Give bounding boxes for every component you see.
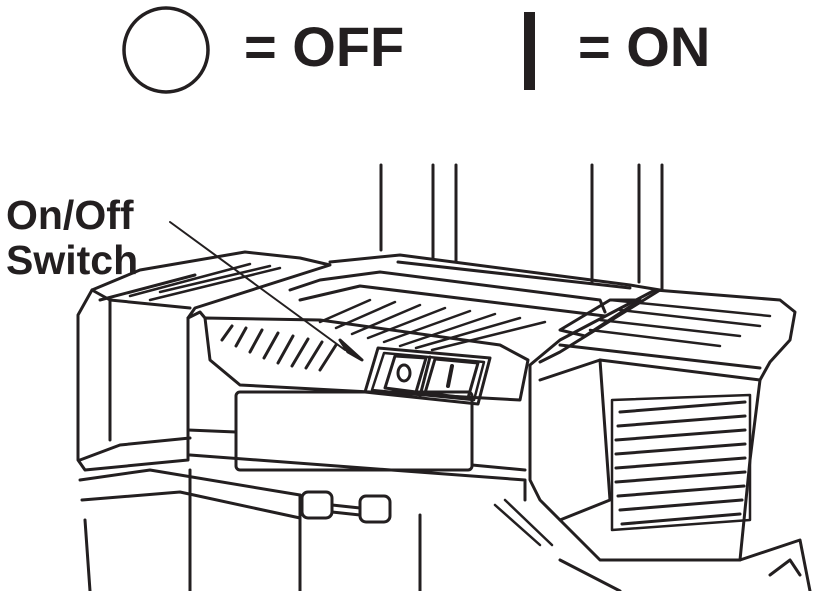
rocker-switch	[363, 346, 492, 406]
center-module	[186, 253, 662, 502]
callout-leader	[169, 221, 364, 362]
side-vent-grille	[610, 393, 752, 532]
on-off-switch-callout: On/Off Switch	[6, 193, 138, 283]
right-module	[493, 288, 797, 562]
on-bar-symbol	[524, 12, 535, 90]
on-legend-label: = ON	[578, 15, 711, 78]
handle-tubes	[379, 163, 664, 292]
off-legend-label: = OFF	[244, 15, 405, 78]
callout-line-1: On/Off	[6, 192, 134, 238]
callout-line-2: Switch	[6, 237, 139, 283]
left-module	[76, 250, 332, 520]
off-circle-symbol	[122, 6, 210, 94]
lower-base	[83, 468, 812, 591]
